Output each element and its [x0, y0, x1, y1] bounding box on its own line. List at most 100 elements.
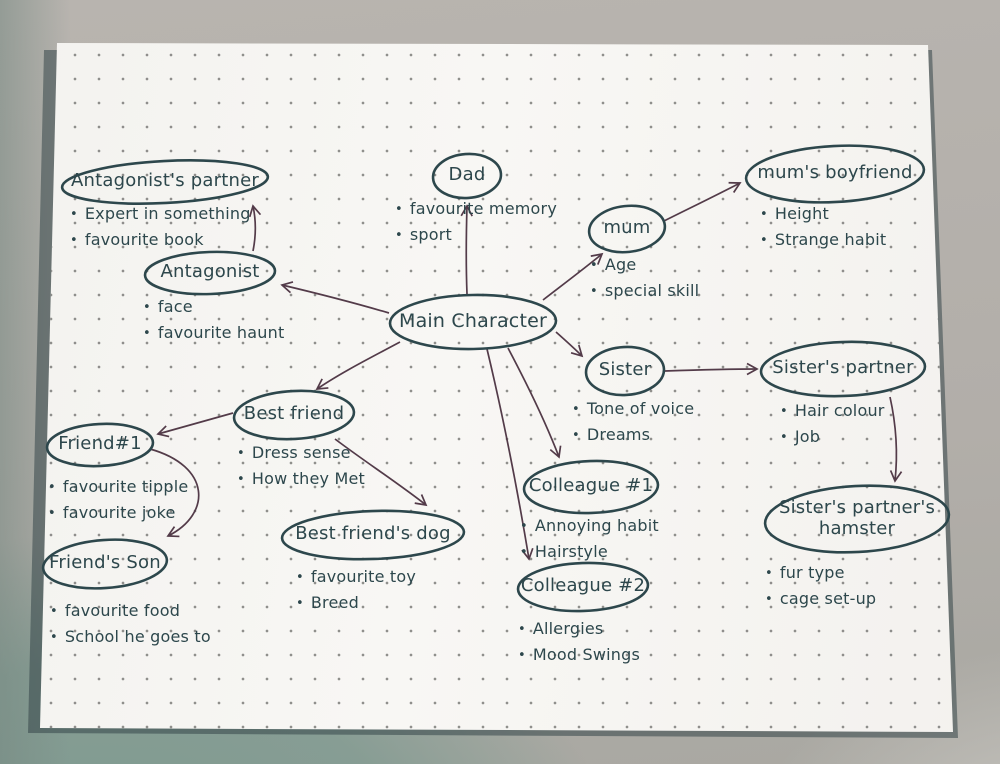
bullet-item: • Expert in something: [70, 201, 251, 227]
bullet-dot-icon: •: [70, 207, 78, 222]
bullet-text: Age: [604, 255, 637, 274]
edge-best-friend-to-best-friends-dog: [334, 438, 428, 507]
antagonist-oval: [143, 250, 277, 296]
sisters-partner-oval: [759, 340, 927, 398]
edge-antagonist-to-antagonists-partner: [248, 204, 262, 252]
bullet-item: • Tone of voice: [572, 396, 694, 422]
mum-oval: [587, 204, 667, 254]
node-label-mum: mum: [603, 217, 651, 238]
node-label-colleague-1: Colleague #1: [528, 475, 654, 496]
bullet-item: •Dreams: [572, 422, 694, 448]
colleague-2-oval: [516, 561, 650, 613]
node-bullets-antagonists-partner: • Expert in something • favourite book: [70, 201, 251, 253]
node-label-best-friend: Best friend: [243, 403, 345, 424]
node-bullets-sisters-partners-hamster: • fur type• cage set-up: [765, 560, 876, 612]
bullet-item: •Age: [590, 252, 699, 278]
bullet-text: sport: [409, 225, 453, 244]
bullet-item: •special skill: [590, 278, 699, 304]
bullet-text: favourite haunt: [157, 323, 285, 342]
bullet-text: favourite memory: [409, 199, 557, 218]
bullet-item: • School he goes to: [50, 624, 211, 650]
bullet-text: Mood Swings: [532, 645, 641, 664]
node-bullets-sister: • Tone of voice •Dreams: [572, 396, 694, 448]
bullet-dot-icon: •: [572, 428, 580, 443]
node-label-friend-1: Friend#1: [58, 433, 142, 454]
friends-son-oval: [41, 538, 169, 590]
bullet-text: Annoying habit: [534, 516, 659, 535]
bullet-dot-icon: •: [760, 233, 768, 248]
bullet-text: favourite food: [64, 601, 181, 620]
bullet-dot-icon: •: [48, 506, 56, 521]
bullet-text: face: [157, 297, 193, 316]
bullet-item: • Annoying habit: [520, 513, 659, 539]
bullet-dot-icon: •: [143, 300, 151, 315]
bullet-text: Strange habit: [774, 230, 887, 249]
bullet-dot-icon: •: [48, 480, 56, 495]
bullet-text: Breed: [310, 593, 359, 612]
bullet-dot-icon: •: [780, 404, 788, 419]
bullet-text: Hair colour: [794, 401, 885, 420]
bullet-item: • sport: [395, 222, 557, 248]
bullet-item: • Strange habit: [760, 227, 886, 253]
bullet-dot-icon: •: [50, 630, 58, 645]
bullet-text: Expert in something: [84, 204, 251, 223]
bullet-dot-icon: •: [395, 228, 403, 243]
bullet-text: Hairstyle: [534, 542, 608, 561]
bullet-item: • favourite book: [70, 227, 251, 253]
edge-main-character-to-dad: [460, 204, 473, 295]
edge-sisters-partner-to-sisters-partners-hamster: [889, 396, 903, 483]
bullet-text: favourite joke: [62, 503, 176, 522]
bullet-dot-icon: •: [572, 402, 580, 417]
bullet-item: • favourite tipple: [48, 474, 188, 500]
node-bullets-antagonist: • face • favourite haunt: [143, 294, 284, 346]
bullet-item: • favourite food: [50, 598, 211, 624]
edge-main-character-to-colleague-2: [486, 348, 534, 561]
node-label-sisters-partner: Sister's partner: [772, 357, 914, 378]
edge-main-character-to-mum: [542, 252, 604, 301]
bullet-item: •Height: [760, 201, 886, 227]
bullet-dot-icon: •: [70, 233, 78, 248]
bullet-item: •Job: [780, 424, 885, 450]
bullet-text: favourite tipple: [62, 477, 189, 496]
bullet-dot-icon: •: [760, 207, 768, 222]
node-label-sister: Sister: [598, 359, 652, 380]
bullet-text: fur type: [779, 563, 845, 582]
bullet-item: • fur type: [765, 560, 876, 586]
bullet-text: Allergies: [532, 619, 604, 638]
edge-main-character-to-colleague-1: [507, 347, 562, 459]
bullet-text: School he goes to: [64, 627, 211, 646]
bullet-dot-icon: •: [50, 604, 58, 619]
node-label-antagonist: Antagonist: [160, 261, 260, 282]
node-bullets-best-friend: •Dress sense•How they Met: [237, 440, 365, 492]
bullet-dot-icon: •: [518, 648, 526, 663]
node-label-best-friends-dog: Best friend's dog: [295, 523, 451, 544]
edge-main-character-to-antagonist: [280, 281, 390, 314]
bullet-dot-icon: •: [518, 622, 526, 637]
node-bullets-friends-son: • favourite food • School he goes to: [50, 598, 211, 650]
node-bullets-dad: • favourite memory • sport: [395, 196, 557, 248]
bullet-dot-icon: •: [520, 519, 528, 534]
bullet-item: • Mood Swings: [518, 642, 640, 668]
bullet-text: cage set-up: [779, 589, 877, 608]
bullet-text: Tone of voice: [586, 399, 695, 418]
edge-main-character-to-sister: [555, 331, 584, 358]
bullet-dot-icon: •: [590, 284, 598, 299]
bullet-item: • favourite joke: [48, 500, 188, 526]
bullet-item: • face: [143, 294, 284, 320]
bullet-text: favourite book: [84, 230, 204, 249]
node-bullets-sisters-partner: • Hair colour •Job: [780, 398, 885, 450]
bullet-dot-icon: •: [765, 566, 773, 581]
node-bullets-colleague-2: • Allergies • Mood Swings: [518, 616, 640, 668]
bullet-dot-icon: •: [780, 430, 788, 445]
friend-1-oval: [45, 422, 155, 468]
bullet-dot-icon: •: [143, 326, 151, 341]
main-character-oval: [388, 293, 558, 351]
bullet-text: Dress sense: [251, 443, 351, 462]
edge-main-character-to-best-friend: [315, 341, 401, 390]
bullet-item: • Allergies: [518, 616, 640, 642]
mums-boyfriend-oval: [744, 144, 926, 204]
best-friends-dog-oval: [280, 509, 466, 561]
node-label-mums-boyfriend: mum's boyfriend: [757, 162, 913, 183]
